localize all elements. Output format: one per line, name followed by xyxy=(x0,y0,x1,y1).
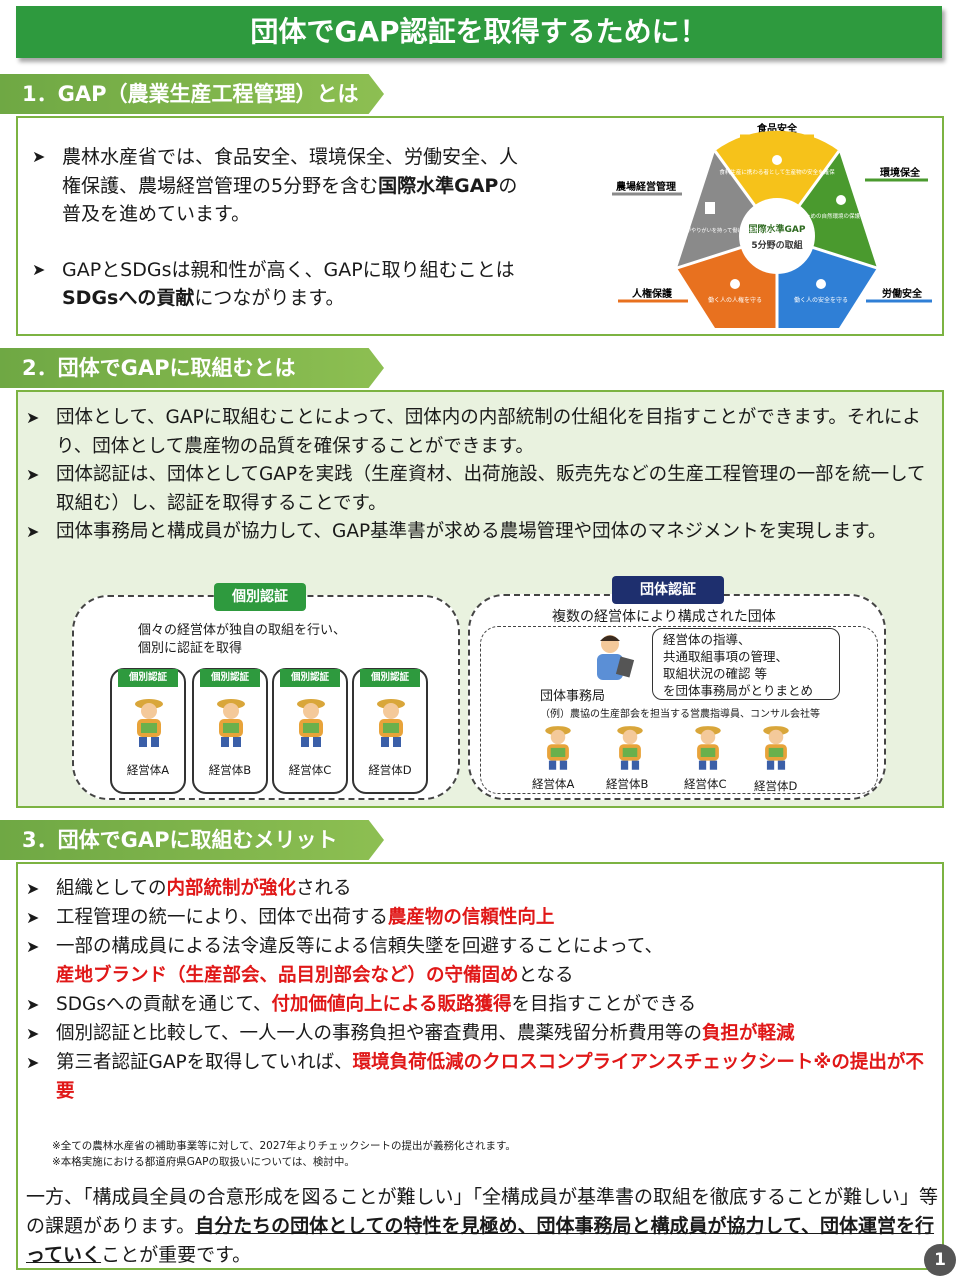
farm-management-icon xyxy=(705,202,715,214)
farmer-icon xyxy=(135,699,163,747)
arrow-icon: ➤ xyxy=(26,465,40,484)
svg-text:労働安全: 労働安全 xyxy=(882,287,923,300)
svg-text:農場経営管理: 農場経営管理 xyxy=(616,180,676,193)
group-inner-box xyxy=(480,626,878,794)
svg-text:5分野の取組: 5分野の取組 xyxy=(751,239,802,251)
segment-food-safety xyxy=(715,130,839,236)
farmer-icon xyxy=(763,726,789,770)
benefit-2: ➤工程管理の統一により、団体で出荷する農産物の信頼性向上 xyxy=(26,903,936,932)
benefit-3: ➤一部の構成員による法令違反等による信頼失墜を回避することによって、産地ブランド… xyxy=(26,932,936,990)
diagram-center xyxy=(739,198,815,274)
diagram-label-farm-management: 農場経営管理 xyxy=(612,180,682,196)
section2-text: ➤団体として、GAPに取組むことによって、団体内の内部統制の仕組化を目指すことが… xyxy=(26,404,936,547)
group-office-example: （例）農協の生産部会を担当する営農指導員、コンサル会社等 xyxy=(540,709,820,720)
farmer-icon xyxy=(545,726,571,770)
benefit-5: ➤個別認証と比較して、一人一人の事務負担や審査費用、農薬残留分析費用等の負担が軽… xyxy=(26,1019,936,1048)
footnote-2: ※本格実施における都道府県GAPの取扱いについては、検討中。 xyxy=(52,1156,355,1168)
group-farm-label-c: 経営体C xyxy=(684,777,727,791)
group-office-label: 団体事務局 xyxy=(540,689,606,704)
svg-text:人権保護: 人権保護 xyxy=(632,287,673,300)
section2-point-1: ➤団体として、GAPに取組むことによって、団体内の内部統制の仕組化を目指すことが… xyxy=(26,404,936,461)
benefit-1: ➤組織としての内部統制が強化される xyxy=(26,874,936,903)
environment-icon xyxy=(836,195,846,205)
food-safety-icon xyxy=(772,155,782,165)
office-staff-icon xyxy=(597,635,635,680)
individual-caption-1: 個々の経営体が独自の取組を行い、 xyxy=(138,623,347,638)
section2-point-3: ➤団体事務局と構成員が協力して、GAP基準書が求める農場管理や団体のマネジメント… xyxy=(26,518,936,547)
diagram-label-environment: 環境保全 xyxy=(865,166,928,182)
section3-benefits: ➤組織としての内部統制が強化される ➤工程管理の統一により、団体で出荷する農産物… xyxy=(26,874,936,1106)
group-caption: 複数の経営体により構成された団体 xyxy=(552,609,776,625)
section3-panel xyxy=(16,862,944,1270)
farmer-icon xyxy=(217,699,245,747)
section1-text: ➤ 農林水産省では、食品安全、環境保全、労働安全、人権保護、農場経営管理の5分野… xyxy=(32,143,522,340)
svg-text:働く人の人権を守る: 働く人の人権を守る xyxy=(708,296,762,304)
benefit-4: ➤SDGsへの貢献を通じて、付加価値向上による販路獲得を目指すことができる xyxy=(26,990,936,1019)
svg-text:働く人の安全を守る: 働く人の安全を守る xyxy=(794,296,848,304)
footnotes: ※全ての農林水産省の補助事業等に対して、2027年よりチェックシートの提出が義務… xyxy=(52,1138,516,1170)
section2-heading: 2．団体でGAPに取組むとは xyxy=(0,348,384,388)
arrow-icon: ➤ xyxy=(32,259,46,279)
arrow-icon: ➤ xyxy=(26,408,40,427)
individual-farm-card-a: 個別認証 経営体A xyxy=(110,668,186,794)
svg-text:農作業に携わる全員がやりがいを持って働ける環境をつくる: 農作業に携わる全員がやりがいを持って働ける環境をつくる xyxy=(639,226,779,234)
individual-farm-card-d: 個別認証 経営体D xyxy=(352,668,428,794)
group-speech-bubble: 経営体の指導、 共通取組事項の管理、 取組状況の確認 等 を団体事務局がとりまと… xyxy=(652,628,840,700)
group-certification-tag: 団体認証 xyxy=(612,576,724,604)
svg-text:未来のための自然環境の保護と地域社会との共生: 未来のための自然環境の保護と地域社会との共生 xyxy=(789,212,910,220)
svg-text:環境保全: 環境保全 xyxy=(880,166,921,179)
section1-point-1: ➤ 農林水産省では、食品安全、環境保全、労働安全、人権保護、農場経営管理の5分野… xyxy=(32,143,522,229)
section3-heading: 3．団体でGAPに取組むメリット xyxy=(0,820,384,860)
page-title: 団体でGAP認証を取得するために！ xyxy=(250,15,708,48)
footnote-1: ※全ての農林水産省の補助事業等に対して、2027年よりチェックシートの提出が義務… xyxy=(52,1140,516,1152)
group-farm-label-b: 経営体B xyxy=(606,777,649,791)
benefit-6: ➤第三者認証GAPを取得していれば、環境負荷低減のクロスコンプライアンスチェック… xyxy=(26,1048,936,1106)
farmer-icon xyxy=(377,699,405,747)
arrow-icon: ➤ xyxy=(26,995,40,1014)
diagram-label-human-rights: 人権保護 xyxy=(618,287,688,303)
arrow-icon: ➤ xyxy=(26,1024,40,1043)
human-rights-icon xyxy=(730,279,740,289)
individual-farm-card-c: 個別認証 経営体C xyxy=(272,668,348,794)
group-farm-label-d: 経営体D xyxy=(754,779,798,793)
page-number: 1 xyxy=(924,1244,956,1276)
individual-farm-card-b: 個別認証 経営体B xyxy=(192,668,268,794)
individual-caption-2: 個別に認証を取得 xyxy=(138,641,243,656)
diagram-label-labor-safety: 労働安全 xyxy=(866,287,932,303)
section1-heading: 1．GAP（農業生産工程管理）とは xyxy=(0,74,384,114)
labor-safety-icon xyxy=(816,279,826,289)
farmer-icon xyxy=(695,726,721,770)
individual-certification-tag: 個別認証 xyxy=(214,583,306,611)
farmer-icon xyxy=(617,726,643,770)
title-banner: 団体でGAP認証を取得するために！ xyxy=(16,6,942,58)
arrow-icon: ➤ xyxy=(26,937,40,956)
section1-point-2: ➤ GAPとSDGsは親和性が高く、GAPに取り組むことはSDGsへの貢献につな… xyxy=(32,256,522,313)
svg-text:国際水準GAP: 国際水準GAP xyxy=(749,223,806,235)
arrow-icon: ➤ xyxy=(26,908,40,927)
farmer-icon xyxy=(297,699,325,747)
svg-text:食料生産に携わる者として生産物の安全を確保: 食料生産に携わる者として生産物の安全を確保 xyxy=(719,168,835,176)
section2-point-2: ➤団体認証は、団体としてGAPを実践（生産資材、出荷施設、販売先などの生産工程管… xyxy=(26,461,936,518)
group-farm-label-a: 経営体A xyxy=(532,777,575,791)
gap-five-area-diagram: 食品安全 環境保全 労働安全 人権保護 農場経営管理 国際水準GAP 5分野の取… xyxy=(612,120,932,328)
arrow-icon: ➤ xyxy=(26,1053,40,1072)
arrow-icon: ➤ xyxy=(32,147,46,166)
arrow-icon: ➤ xyxy=(26,522,40,541)
arrow-icon: ➤ xyxy=(26,879,40,898)
closing-paragraph: 一方、「構成員全員の合意形成を図ることが難しい」「全構成員が基準書の取組を徹底す… xyxy=(26,1186,939,1266)
